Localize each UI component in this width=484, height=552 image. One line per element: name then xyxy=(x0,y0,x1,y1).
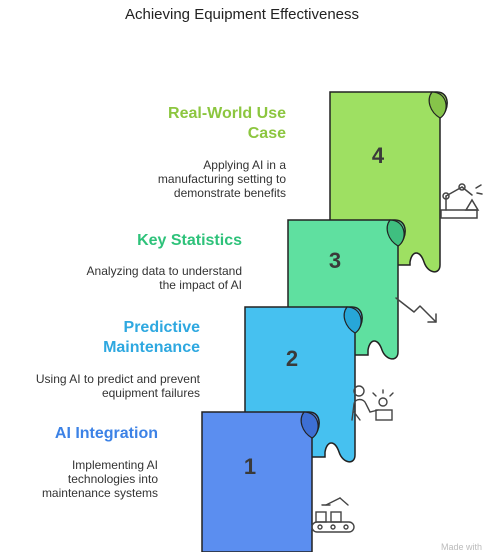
step-4-description: Applying AI in a manufacturing setting t… xyxy=(157,158,286,200)
robot-arm-icon xyxy=(440,183,483,219)
step-2-heading: Predictive Maintenance xyxy=(103,319,200,356)
step-3-heading: Key Statistics xyxy=(137,232,242,249)
step-1-number: 1 xyxy=(244,454,256,479)
step-2-description: Using AI to predict and prevent equipmen… xyxy=(35,372,200,400)
step-3-description: Analyzing data to understand the impact … xyxy=(86,264,242,292)
diagram-title: Achieving Equipment Effectiveness xyxy=(124,6,360,23)
step-4-heading: Real-World Use Case xyxy=(168,105,286,142)
step-1-description: Implementing AI technologies into mainte… xyxy=(41,458,158,500)
made-with-credit[interactable]: Made with xyxy=(440,542,482,552)
step-3-number: 3 xyxy=(329,248,341,273)
conveyor-robot-icon xyxy=(311,497,355,533)
step-1-heading: AI Integration xyxy=(54,425,158,442)
step-4-banner-curl xyxy=(428,91,447,119)
step-4-number: 4 xyxy=(372,143,385,168)
downtrend-icon xyxy=(395,297,437,323)
step-1-banner-curl xyxy=(300,411,319,439)
technician-repair-icon xyxy=(351,385,394,421)
step-1-banner-body xyxy=(201,411,320,552)
step-2-number: 2 xyxy=(286,346,298,371)
step-3-banner-curl xyxy=(386,219,405,247)
step-2-banner-curl xyxy=(343,306,362,334)
step-1-banner: 1 xyxy=(201,411,320,552)
